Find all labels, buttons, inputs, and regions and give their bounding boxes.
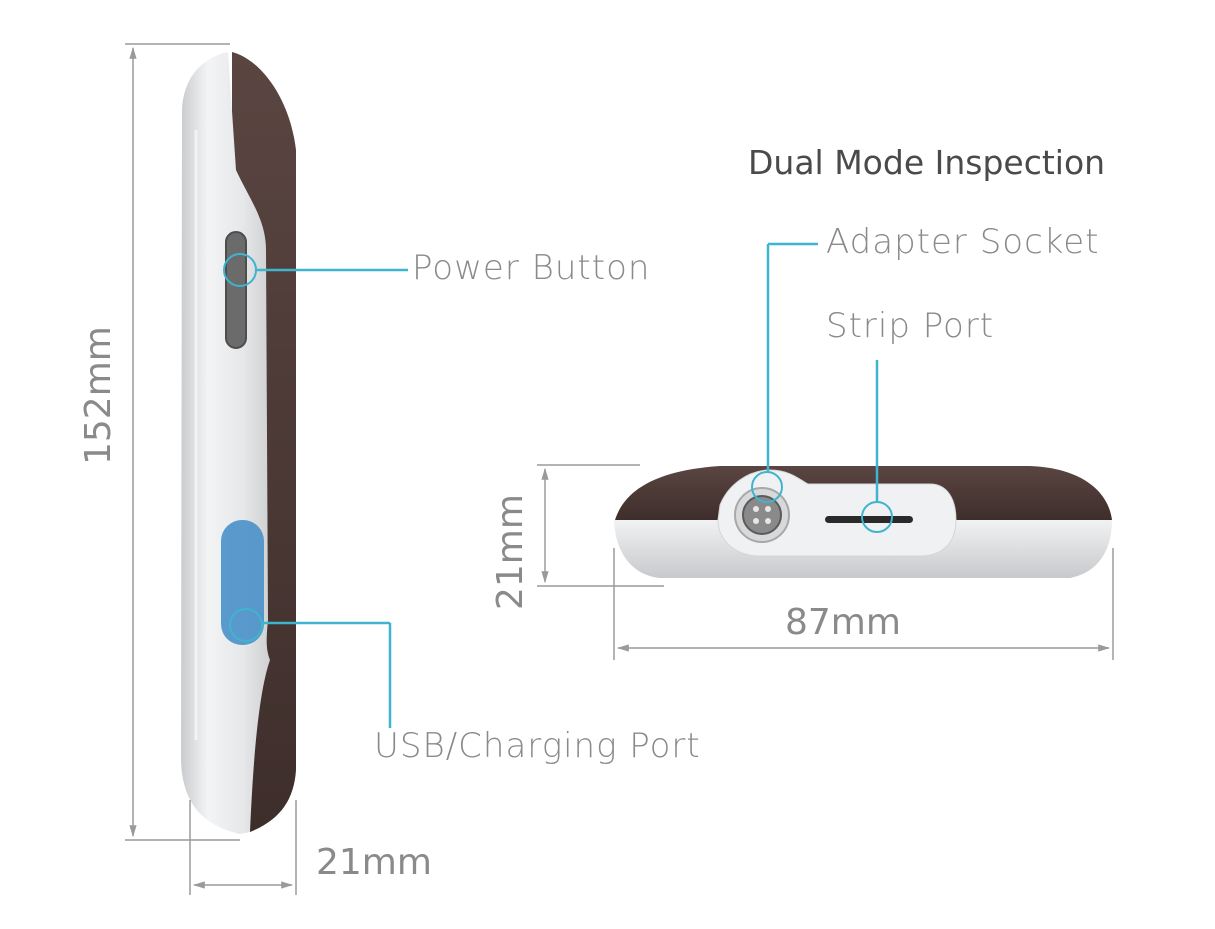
power-button-slot — [225, 231, 247, 349]
usb-port-callout — [229, 608, 392, 728]
side-depth-value: 21mm — [316, 842, 432, 883]
diagram-title: Dual Mode Inspection — [748, 143, 1106, 182]
end-width-dimension — [613, 548, 1114, 660]
strip-port-label: Strip Port — [826, 306, 995, 346]
side-view-device — [181, 52, 296, 834]
usb-port-cover — [221, 520, 264, 645]
adapter-socket-label: Adapter Socket — [826, 222, 1100, 262]
adapter-socket-callout — [751, 242, 818, 503]
end-height-value: 21mm — [490, 494, 531, 610]
end-width-value: 87mm — [785, 602, 901, 643]
power-button-label: Power Button — [412, 248, 651, 288]
end-height-dimension — [537, 464, 664, 587]
power-button-callout — [223, 253, 408, 287]
side-height-value: 152mm — [78, 326, 119, 465]
strip-port-callout — [861, 360, 893, 533]
adapter-socket — [734, 487, 790, 543]
side-height-dimension — [125, 43, 240, 841]
strip-port-slot — [825, 516, 913, 523]
side-depth-dimension — [189, 800, 297, 895]
end-view-device — [614, 466, 1112, 578]
usb-port-label: USB/Charging Port — [374, 726, 701, 766]
